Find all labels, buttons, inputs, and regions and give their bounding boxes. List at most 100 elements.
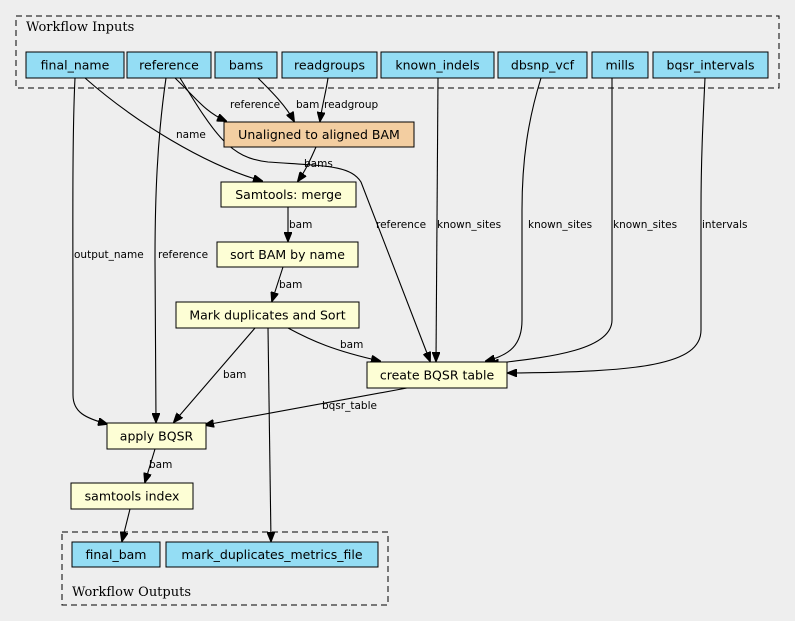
output-node-final-bam[interactable]: final_bam — [71, 541, 161, 568]
node-label: reference — [139, 58, 199, 73]
edge-path — [155, 77, 167, 422]
node-label: known_indels — [395, 58, 479, 73]
node-box — [126, 51, 212, 79]
edge-label: bams — [304, 158, 333, 170]
node-label: mark_duplicates_metrics_file — [181, 547, 362, 562]
node-box — [71, 541, 161, 568]
node-label: Unaligned to aligned BAM — [238, 127, 400, 142]
step-node-index[interactable]: samtools index — [70, 482, 194, 510]
edge-label: reference — [230, 99, 280, 111]
node-box — [497, 51, 588, 79]
node-box — [220, 181, 357, 208]
step-node-apply-bqsr[interactable]: apply BQSR — [106, 422, 207, 450]
input-node-final-name[interactable]: final_name — [25, 51, 125, 79]
edge-mark_dup-to-apply_bqsr: bam — [174, 327, 256, 422]
node-label: final_name — [41, 58, 110, 73]
workflow-inputs-label: Workflow Inputs — [26, 20, 134, 35]
edge-path — [72, 77, 107, 424]
edge-label: bam — [296, 99, 319, 111]
edge-name_sort-to-mark_dup: bam — [272, 266, 302, 301]
node-box — [25, 51, 125, 79]
workflow-outputs-cluster: Workflow Outputs — [61, 531, 389, 606]
node-box — [214, 51, 278, 79]
edge-path — [287, 327, 380, 361]
node-box — [216, 241, 359, 268]
edge-reference-to-align: reference — [174, 77, 280, 121]
step-node-name-sort[interactable]: sort BAM by name — [216, 241, 359, 268]
input-node-readgroups[interactable]: readgroups — [281, 51, 378, 79]
step-node-mark-dup[interactable]: Mark duplicates and Sort — [175, 301, 360, 329]
edge-readgroups-to-align: readgroup — [320, 77, 378, 121]
edge-label: bam — [279, 279, 302, 291]
edge-final_name-to-apply_bqsr: output_name — [72, 77, 144, 424]
workflow-inputs-cluster: Workflow Inputs — [15, 15, 780, 89]
edge-path — [174, 327, 256, 422]
edge-label: bam — [340, 339, 363, 351]
node-label: final_bam — [86, 547, 147, 562]
edge-path — [268, 327, 271, 541]
input-node-dbsnp-vcf[interactable]: dbsnp_vcf — [497, 51, 588, 79]
edge-label: bam — [149, 459, 172, 471]
edge-label: known_sites — [437, 219, 501, 231]
edge-final_name-to-merge: name — [84, 77, 262, 181]
edge-path — [145, 448, 156, 482]
edge-dbsnp_vcf-to-bqsr_table: known_sites — [486, 77, 592, 361]
input-node-bqsr-intervals[interactable]: bqsr_intervals — [652, 51, 769, 79]
edge-label: bqsr_table — [322, 400, 377, 412]
edge-path — [122, 508, 131, 541]
node-box — [165, 541, 379, 568]
edge-align-to-merge: bams — [298, 146, 333, 181]
input-node-known-indels[interactable]: known_indels — [380, 51, 495, 79]
edge-path — [436, 77, 438, 361]
edge-path — [490, 78, 613, 364]
edge-mark_dup-to-mark_duplicates_metrics_file — [268, 327, 271, 541]
edge-label: known_sites — [528, 219, 592, 231]
edge-path — [174, 77, 226, 121]
input-node-reference[interactable]: reference — [126, 51, 212, 79]
edge-label: readgroup — [324, 99, 378, 111]
node-box — [223, 121, 415, 148]
node-box — [106, 422, 207, 450]
edge-path — [84, 77, 262, 181]
edge-index-to-final_bam — [122, 508, 131, 541]
node-box — [366, 361, 508, 389]
node-label: readgroups — [294, 58, 365, 73]
node-label: bqsr_intervals — [667, 58, 755, 73]
input-node-mills[interactable]: mills — [591, 51, 649, 79]
input-node-bams[interactable]: bams — [214, 51, 278, 79]
node-label: Mark duplicates and Sort — [189, 308, 345, 323]
node-label: mills — [605, 58, 634, 73]
edge-path — [257, 77, 294, 121]
node-label: create BQSR table — [380, 368, 495, 383]
edge-mills-to-bqsr_table: known_sites — [490, 78, 677, 364]
edge-label: bam — [289, 219, 312, 231]
node-box — [175, 301, 360, 329]
step-node-bqsr-table[interactable]: create BQSR table — [366, 361, 508, 389]
edge-reference-to-bqsr_table: reference — [179, 77, 430, 361]
edge-label: reference — [158, 249, 208, 261]
edge-path — [320, 77, 329, 121]
edge-path — [486, 77, 542, 361]
node-box — [380, 51, 495, 79]
edge-path — [298, 146, 317, 181]
node-label: apply BQSR — [120, 429, 194, 444]
edge-label: bam — [223, 369, 246, 381]
node-box — [281, 51, 378, 79]
edge-bqsr_table-to-apply_bqsr: bqsr_table — [205, 387, 408, 425]
edge-known_indels-to-bqsr_table: known_sites — [436, 77, 501, 361]
workflow-outputs-label: Workflow Outputs — [72, 585, 191, 600]
edge-label: output_name — [74, 249, 144, 261]
step-node-align[interactable]: Unaligned to aligned BAM — [223, 121, 415, 148]
node-label: Samtools: merge — [235, 187, 342, 202]
edge-mark_dup-to-bqsr_table: bam — [287, 327, 380, 361]
edge-label: name — [176, 129, 206, 141]
edge-path — [205, 387, 408, 425]
edge-merge-to-name_sort: bam — [288, 207, 312, 241]
edge-path — [179, 77, 430, 361]
edge-label: intervals — [702, 219, 748, 231]
output-node-mark-duplicates-metrics-file[interactable]: mark_duplicates_metrics_file — [165, 541, 379, 568]
node-box — [591, 51, 649, 79]
edge-reference-to-apply_bqsr: reference — [155, 77, 208, 422]
step-node-merge[interactable]: Samtools: merge — [220, 181, 357, 208]
